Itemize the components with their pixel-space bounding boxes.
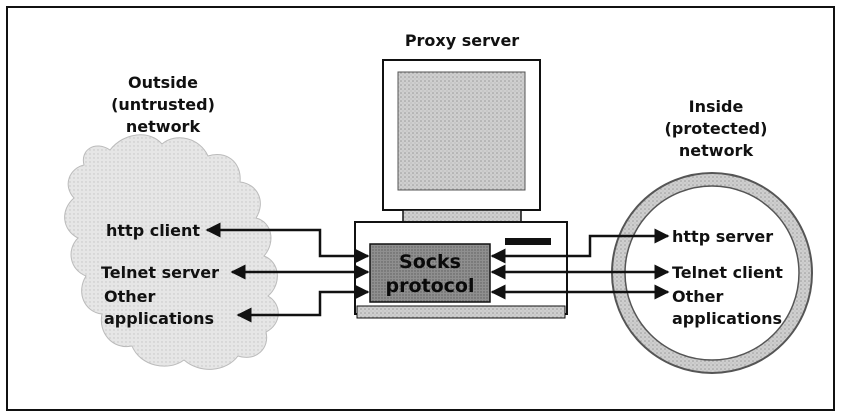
outside-network-cloud [64, 134, 279, 370]
inside-title-line3: network [679, 141, 754, 160]
outside-item-http-client: http client [106, 221, 200, 240]
outside-item-telnet-server: Telnet server [101, 263, 219, 282]
right-arrows [490, 228, 670, 300]
outside-item-other: Other [104, 287, 155, 306]
inside-item-telnet-client: Telnet client [672, 263, 783, 282]
outside-item-applications: applications [104, 309, 214, 328]
outside-title-line3: network [126, 117, 201, 136]
outside-title-line2: (untrusted) [111, 95, 215, 114]
protocol-label: protocol [386, 275, 475, 297]
inside-title-line2: (protected) [665, 119, 768, 138]
drive-slot [505, 238, 551, 245]
outside-title-line1: Outside [128, 73, 198, 92]
socks-protocol-box [369, 243, 491, 303]
inside-item-http-server: http server [672, 227, 773, 246]
left-arrows [205, 222, 370, 323]
inside-item-applications: applications [672, 309, 782, 328]
socks-label: Socks [399, 251, 461, 273]
proxy-server-title: Proxy server [405, 31, 519, 50]
proxy-base-box [354, 221, 568, 319]
inside-item-other: Other [672, 287, 723, 306]
inside-title-line1: Inside [689, 97, 744, 116]
proxy-monitor [382, 59, 541, 225]
